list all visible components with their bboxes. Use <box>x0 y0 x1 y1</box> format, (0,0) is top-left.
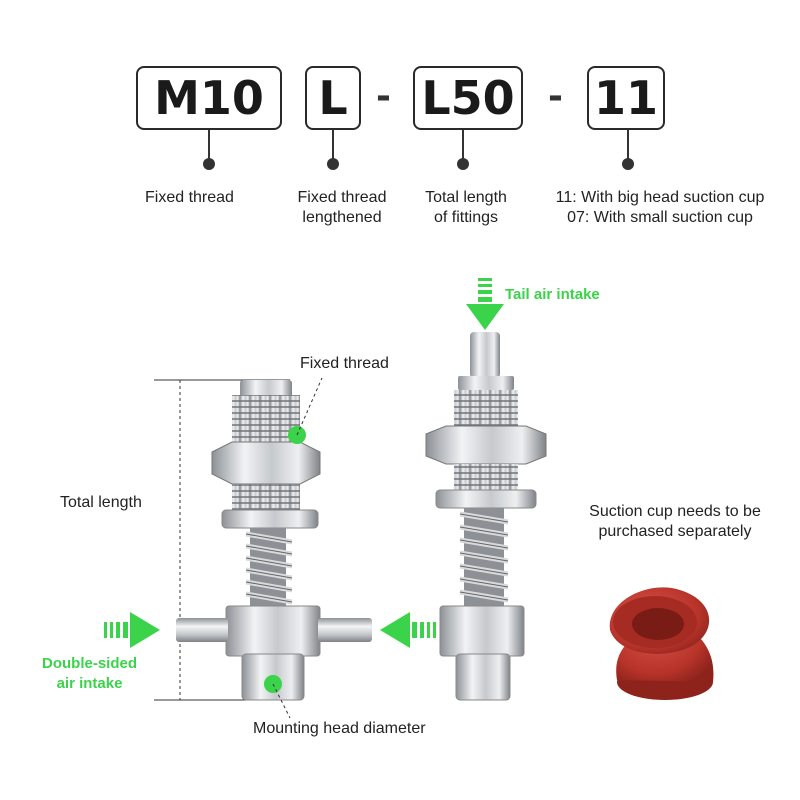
callout-total-length: Total length <box>60 494 142 511</box>
label-line: air intake <box>56 675 123 692</box>
callout-double-sided-air-intake: Double-sided air intake <box>42 654 137 694</box>
arrow-down-icon <box>466 278 504 330</box>
code-separator: - <box>376 76 391 117</box>
connector-line <box>462 130 464 162</box>
callout-fixed-thread: Fixed thread <box>300 355 389 372</box>
code-box-11: 11 <box>587 66 665 130</box>
callout-tail-air-intake: Tail air intake <box>505 286 600 303</box>
label-total-length-fittings: Total length of fittings <box>414 188 518 228</box>
arrow-left-icon <box>380 612 436 648</box>
label-cup-options: 11: With big head suction cup 07: With s… <box>540 188 780 228</box>
connector-line <box>208 130 210 162</box>
label-line: purchased separately <box>598 523 752 540</box>
arrow-right-icon <box>104 612 160 648</box>
label-line: 11: With big head suction cup <box>555 189 765 206</box>
label-line: of fittings <box>433 209 499 226</box>
code-box-m10: M10 <box>136 66 282 130</box>
label-line: Total length <box>425 189 507 206</box>
label-line: 07: With small suction cup <box>567 209 753 226</box>
label-fixed-thread-lengthened: Fixed thread lengthened <box>290 188 394 228</box>
suction-cup-note: Suction cup needs to be purchased separa… <box>575 502 775 542</box>
code-separator: - <box>548 76 563 117</box>
connector-dot <box>622 158 634 170</box>
label-line: lengthened <box>302 209 382 226</box>
label-line: Fixed thread <box>297 189 387 206</box>
label-fixed-thread: Fixed thread <box>145 189 234 206</box>
right-fitting <box>425 332 547 701</box>
code-box-l: L <box>305 66 361 130</box>
label-line: Double-sided <box>42 655 138 672</box>
connector-dot <box>203 158 215 170</box>
callout-mounting-head-diameter: Mounting head diameter <box>253 720 426 737</box>
suction-cup <box>609 587 714 700</box>
connector-line <box>332 130 334 162</box>
label-line: Suction cup needs to be <box>589 503 761 520</box>
code-box-l50: L50 <box>413 66 523 130</box>
connector-line <box>627 130 629 162</box>
connector-dot <box>457 158 469 170</box>
left-fitting <box>176 380 372 701</box>
connector-dot <box>327 158 339 170</box>
